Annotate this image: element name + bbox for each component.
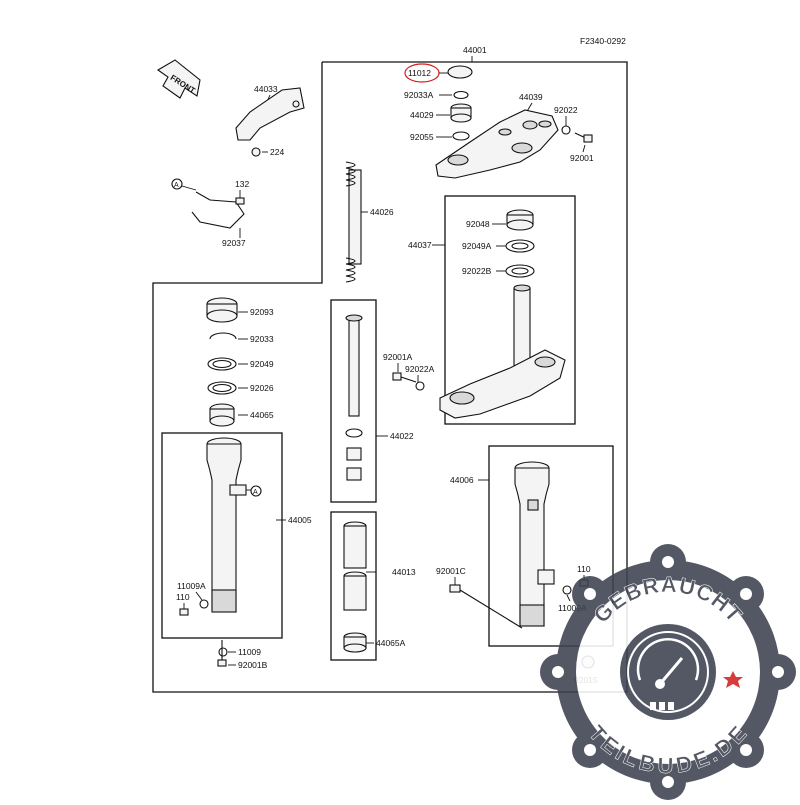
callout-44013: 44013 [392, 567, 416, 577]
callout-92049A: 92049A [462, 241, 492, 251]
part-damper-rod [348, 317, 360, 417]
subframe-44013 [330, 511, 377, 661]
callout-110-left: 110 [176, 592, 190, 602]
callout-44006: 44006 [450, 475, 474, 485]
callout-11009A-right: 11009A [558, 603, 587, 613]
callout-92001C: 92001C [436, 566, 466, 576]
callout-44022: 44022 [390, 431, 414, 441]
bolt-92001A [392, 372, 417, 383]
subframe-44037 [444, 195, 576, 425]
bolt-92001B [217, 640, 227, 667]
front-arrow-icon: FRONT [156, 59, 201, 99]
callout-11009: 11009 [238, 647, 261, 657]
callout-132: 132 [235, 179, 249, 189]
callout-44005: 44005 [288, 515, 312, 525]
callout-92022A: 92022A [405, 364, 435, 374]
gear-icon [540, 544, 796, 800]
speedometer-icon [636, 637, 700, 710]
marker-a-circle [171, 178, 183, 190]
part-stem-lower-bracket [439, 284, 566, 419]
bolt-92001 [574, 132, 593, 143]
assembly-frame-44001 [152, 61, 628, 693]
part-outer-tube-left [206, 437, 247, 613]
callout-92001A: 92001A [383, 352, 413, 362]
callout-110-right: 110 [577, 564, 591, 574]
callout-44065A: 44065A [376, 638, 406, 648]
callout-92001B: 92001B [238, 660, 268, 670]
gebraucht-teilbude-watermark: GEBRAUCHT TEILBUDE.DE [540, 544, 796, 800]
part-upper-bracket-44039 [435, 109, 559, 179]
callout-44033: 44033 [254, 84, 278, 94]
part-spring-44026 [345, 161, 362, 283]
marker-a-left: A [253, 489, 258, 496]
callout-44065: 44065 [250, 410, 274, 420]
callout-92033A: 92033A [404, 90, 434, 100]
part-bracket-44033 [235, 87, 305, 141]
subframe-44006 [488, 445, 614, 647]
callout-44026: 44026 [370, 207, 394, 217]
part-cap-11012 [447, 65, 473, 79]
callout-92093: 92093 [250, 307, 274, 317]
callout-92001: 92001 [570, 153, 594, 163]
callout-44001: 44001 [463, 45, 487, 55]
callout-92033: 92033 [250, 334, 274, 344]
part-cable-guide-92037 [191, 191, 245, 229]
callout-11012: 11012 [408, 68, 431, 78]
callout-44039: 44039 [519, 92, 543, 102]
diagram-code: F2340-0292 [580, 36, 626, 46]
bolt-92001C [449, 584, 523, 629]
callout-92049: 92049 [250, 359, 274, 369]
callout-44029: 44029 [410, 110, 434, 120]
callout-92048: 92048 [466, 219, 490, 229]
subframe-44022 [330, 299, 377, 503]
callout-44037: 44037 [408, 240, 432, 250]
part-inner-tube-44013 [343, 521, 367, 611]
callout-92022: 92022 [554, 105, 578, 115]
callout-11009A-left: 11009A [177, 581, 206, 591]
callout-224: 224 [270, 147, 284, 157]
marker-a: A [174, 182, 179, 189]
callout-92037: 92037 [222, 238, 246, 248]
star-icon [723, 671, 743, 688]
subframe-44005 [161, 432, 283, 639]
callout-92026: 92026 [250, 383, 274, 393]
part-outer-tube-right [514, 461, 555, 627]
callout-92022B: 92022B [462, 266, 492, 276]
callout-92055: 92055 [410, 132, 434, 142]
